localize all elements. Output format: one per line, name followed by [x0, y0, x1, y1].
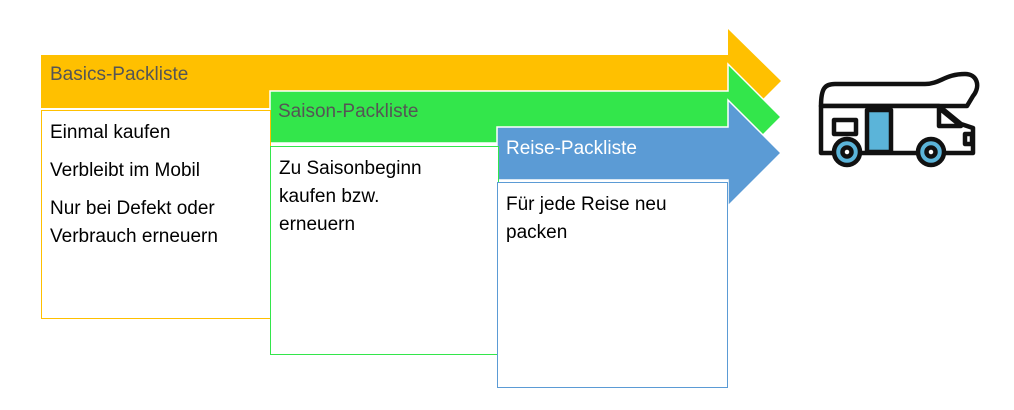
- reise-item: Für jede Reise neu packen: [506, 194, 667, 243]
- reise-arrow: [496, 98, 783, 208]
- basics-item: Nur bei Defekt oder Verbrauch erneuern: [50, 198, 218, 247]
- saison-box: Zu Saisonbeginn kaufen bzw. erneuern: [270, 146, 499, 355]
- basics-title: Basics-Packliste: [50, 64, 189, 85]
- reise-box: Für jede Reise neu packen: [497, 182, 728, 388]
- basics-item: Einmal kaufen: [50, 122, 171, 143]
- saison-item: Zu Saisonbeginn kaufen bzw. erneuern: [279, 158, 422, 235]
- basics-box: Einmal kaufen Verbleibt im Mobil Nur bei…: [41, 110, 271, 319]
- basics-item: Verbleibt im Mobil: [50, 160, 200, 181]
- reise-title: Reise-Packliste: [506, 138, 637, 159]
- saison-title: Saison-Packliste: [278, 101, 419, 122]
- camper-van-icon: [818, 71, 980, 168]
